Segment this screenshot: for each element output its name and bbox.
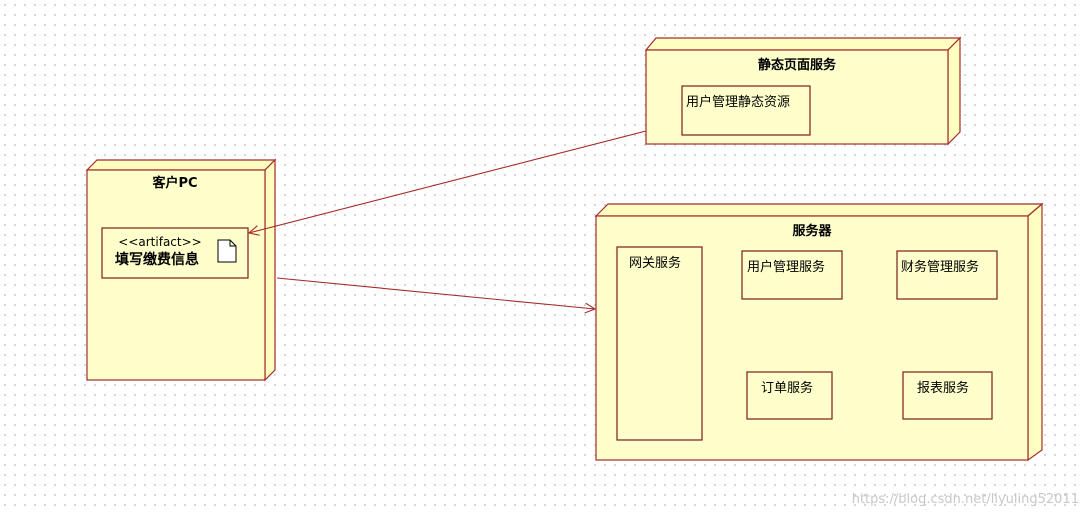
- node-server-title: 服务器: [792, 223, 832, 239]
- component-box: [896, 250, 998, 300]
- node-client-pc-top-face: [85, 159, 277, 171]
- node-server[interactable]: 服务器 网关服务 用户管理服务 财务管理服务 订单服务 报表服务: [594, 202, 1044, 462]
- node-static-page-service-top-face: [644, 37, 962, 51]
- component-user-mgmt-static-resources[interactable]: 用户管理静态资源: [681, 85, 811, 136]
- component-box: [616, 246, 703, 441]
- node-static-page-service[interactable]: 静态页面服务 用户管理静态资源: [644, 36, 962, 146]
- artifact-fill-payment-info[interactable]: <<artifact>> 填写缴费信息: [101, 227, 249, 279]
- node-client-pc-title: 客户PC: [152, 175, 197, 191]
- component-order-service[interactable]: 订单服务: [746, 371, 833, 420]
- component-label: 财务管理服务: [901, 259, 979, 275]
- component-user-mgmt-service[interactable]: 用户管理服务: [741, 250, 843, 300]
- component-gateway-service[interactable]: 网关服务: [616, 246, 703, 441]
- artifact-name: 填写缴费信息: [115, 251, 199, 268]
- component-box: [681, 85, 811, 136]
- document-icon: [217, 239, 237, 263]
- node-client-pc-side-face: [264, 158, 276, 382]
- component-box: [902, 371, 993, 420]
- connector-client-to-server[interactable]: [276, 277, 595, 309]
- component-label: 网关服务: [629, 255, 681, 271]
- node-client-pc[interactable]: 客户PC <<artifact>> 填写缴费信息: [85, 158, 277, 382]
- artifact-stereotype: <<artifact>>: [118, 235, 201, 249]
- connector-static-to-artifact[interactable]: [249, 130, 647, 233]
- component-finance-mgmt-service[interactable]: 财务管理服务: [896, 250, 998, 300]
- node-server-side-face: [1027, 202, 1043, 462]
- component-report-service[interactable]: 报表服务: [902, 371, 993, 420]
- watermark-text: https://blog.csdn.net/liyuling52011: [852, 492, 1079, 507]
- component-label: 订单服务: [761, 380, 813, 396]
- component-box: [746, 371, 833, 420]
- node-static-page-service-side-face: [947, 36, 961, 146]
- node-static-page-service-title: 静态页面服务: [758, 57, 837, 73]
- component-box: [741, 250, 843, 300]
- component-label: 用户管理静态资源: [686, 94, 790, 110]
- component-label: 用户管理服务: [747, 259, 825, 275]
- component-label: 报表服务: [917, 380, 969, 396]
- node-server-top-face: [594, 203, 1044, 217]
